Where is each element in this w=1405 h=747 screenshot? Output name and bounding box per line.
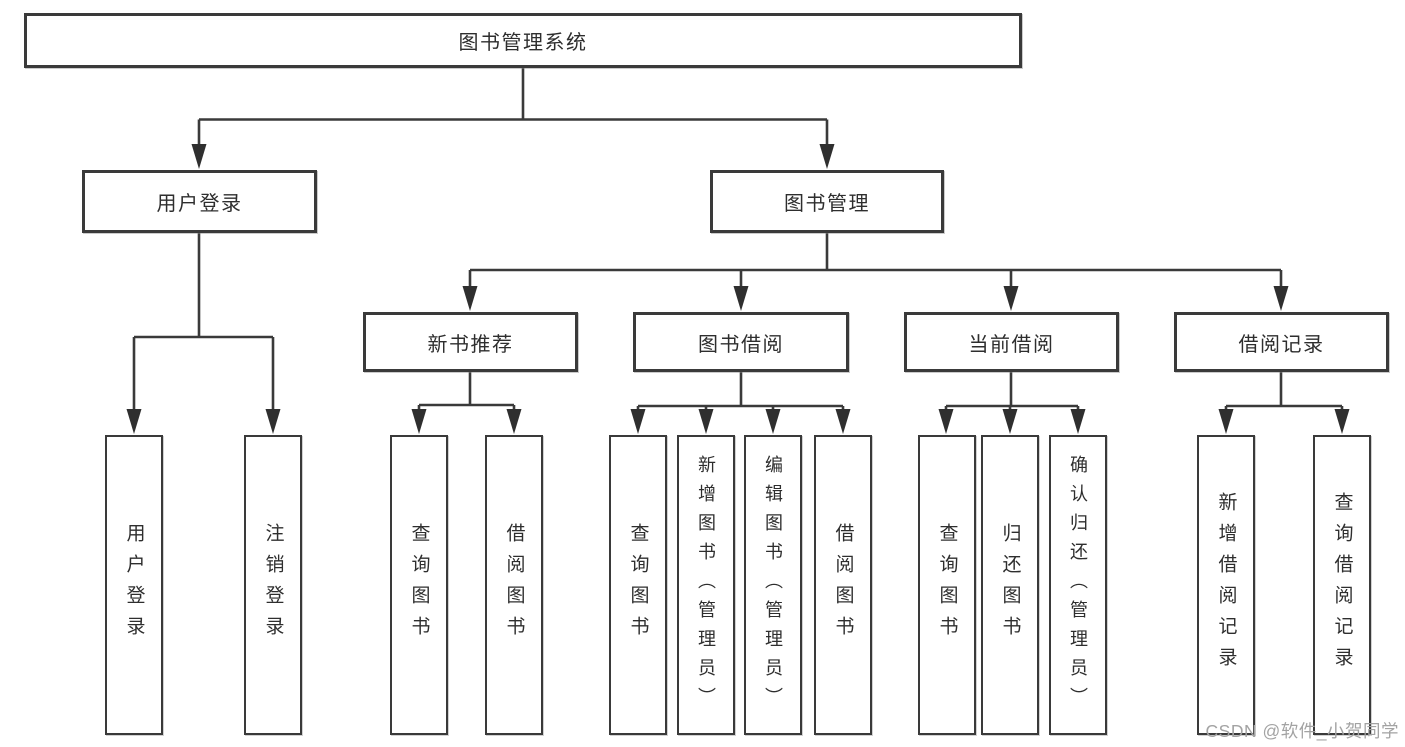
leaf-cb-query-books: 查询图书 <box>918 435 976 735</box>
leaf-br-query-borrow-record: 查询借阅记录 <box>1313 435 1371 735</box>
leaf-br-add-borrow-record: 新增借阅记录 <box>1197 435 1255 735</box>
node-user-login: 用户登录 <box>82 170 317 233</box>
leaf-logout-login: 注销登录 <box>244 435 302 735</box>
connector-new-book-recommend-to-leaves <box>411 372 522 434</box>
leaf-bb-add-books-admin: 新增图书（管理员） <box>677 435 735 735</box>
node-current-borrowing: 当前借阅 <box>904 312 1119 372</box>
connector-book-management-to-level3 <box>462 233 1289 311</box>
leaf-user-login: 用户登录 <box>105 435 163 735</box>
node-borrowing-records: 借阅记录 <box>1174 312 1389 372</box>
connector-book-borrowing-to-leaves <box>630 372 851 434</box>
leaf-cb-confirm-return-admin: 确认归还（管理员） <box>1049 435 1107 735</box>
connector-root-to-level2 <box>191 68 835 169</box>
node-book-borrowing: 图书借阅 <box>633 312 849 372</box>
leaf-bb-query-books: 查询图书 <box>609 435 667 735</box>
leaf-nbr-borrow-books: 借阅图书 <box>485 435 543 735</box>
watermark-text: CSDN @软件_小贺同学 <box>1205 721 1399 741</box>
connector-user-login-to-leaves <box>126 233 281 434</box>
leaf-bb-edit-books-admin: 编辑图书（管理员） <box>744 435 802 735</box>
leaf-bb-borrow-books: 借阅图书 <box>814 435 872 735</box>
node-new-book-recommend: 新书推荐 <box>363 312 578 372</box>
node-root: 图书管理系统 <box>24 13 1022 68</box>
node-book-management: 图书管理 <box>710 170 944 233</box>
connector-borrowing-records-to-leaves <box>1218 372 1350 434</box>
connector-current-borrowing-to-leaves <box>938 372 1086 434</box>
leaf-nbr-query-books: 查询图书 <box>390 435 448 735</box>
leaf-cb-return-books: 归还图书 <box>981 435 1039 735</box>
